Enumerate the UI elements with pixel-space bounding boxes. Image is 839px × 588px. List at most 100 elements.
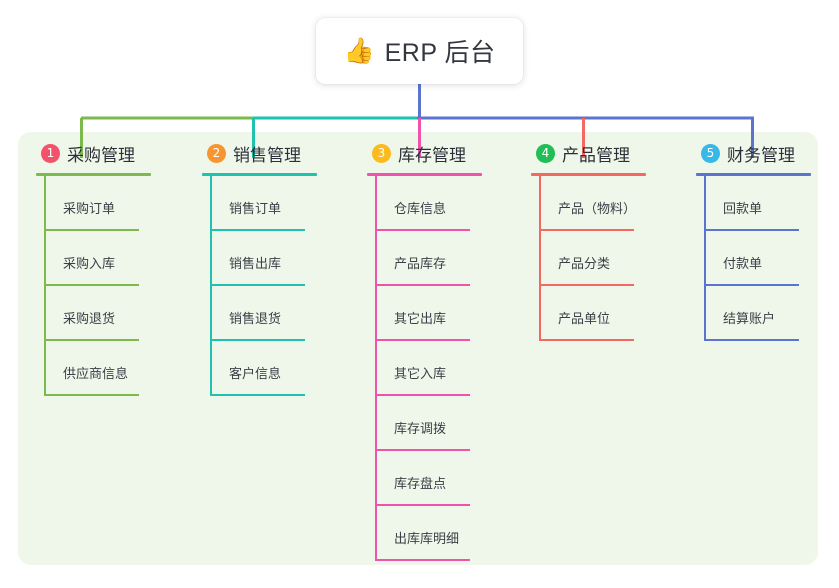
list-item-underline — [210, 339, 305, 341]
list-item-label: 出库库明细 — [394, 531, 460, 546]
list-item-label: 产品库存 — [394, 256, 447, 271]
list-item-label: 客户信息 — [229, 366, 282, 381]
column-number-badge: 5 — [701, 143, 720, 163]
list-item[interactable]: 采购订单 — [33, 176, 139, 231]
column-title: 库存管理 — [398, 145, 466, 165]
list-item-underline — [539, 229, 634, 231]
list-item-label: 产品分类 — [558, 256, 611, 271]
column-item-list: 销售订单销售出库销售退货客户信息 — [199, 176, 305, 396]
list-item-label: 销售退货 — [229, 311, 282, 326]
column-title: 采购管理 — [67, 145, 135, 165]
list-item-underline — [704, 284, 799, 286]
list-item-underline — [375, 229, 470, 231]
root-node-content: 👍 ERP 后台 — [343, 33, 495, 69]
list-item-underline — [375, 449, 470, 451]
list-item[interactable]: 供应商信息 — [33, 341, 139, 396]
list-item-underline — [375, 504, 470, 506]
list-item-label: 仓库信息 — [394, 201, 447, 216]
list-item-label: 库存盘点 — [394, 476, 447, 491]
column-header-underline — [36, 173, 151, 176]
list-item-underline — [210, 394, 305, 396]
list-item-label: 产品单位 — [558, 311, 611, 326]
column-2: 2 销售管理销售订单销售出库销售退货客户信息 — [199, 132, 317, 396]
list-item-label: 供应商信息 — [63, 366, 129, 381]
list-item[interactable]: 结算账户 — [693, 286, 799, 341]
column-item-list: 仓库信息产品库存其它出库其它入库库存调拨库存盘点出库库明细 — [364, 176, 470, 561]
list-item-label: 采购订单 — [63, 201, 116, 216]
list-item-underline — [210, 229, 305, 231]
column-number-badge: 3 — [372, 143, 391, 163]
column-item-list: 采购订单采购入库采购退货供应商信息 — [33, 176, 139, 396]
list-item-label: 库存调拨 — [394, 421, 447, 436]
root-node-title: ERP 后台 — [384, 39, 496, 67]
column-spine — [375, 176, 377, 561]
column-title: 销售管理 — [233, 145, 301, 165]
list-item[interactable]: 销售退货 — [199, 286, 305, 341]
column-header-underline — [531, 173, 646, 176]
list-item[interactable]: 产品库存 — [364, 231, 470, 286]
list-item[interactable]: 回款单 — [693, 176, 799, 231]
column-header-4[interactable]: 4 产品管理 — [528, 132, 630, 174]
list-item-label: 付款单 — [723, 256, 763, 271]
list-item[interactable]: 采购退货 — [33, 286, 139, 341]
list-item[interactable]: 库存盘点 — [364, 451, 470, 506]
root-node-card[interactable]: 👍 ERP 后台 — [316, 18, 523, 84]
list-item-label: 采购入库 — [63, 256, 116, 271]
list-item[interactable]: 其它入库 — [364, 341, 470, 396]
column-3: 3 库存管理仓库信息产品库存其它出库其它入库库存调拨库存盘点出库库明细 — [364, 132, 482, 561]
column-number-badge: 2 — [207, 143, 226, 163]
column-item-list: 回款单付款单结算账户 — [693, 176, 799, 341]
list-item-underline — [44, 284, 139, 286]
list-item-label: 结算账户 — [723, 311, 776, 326]
list-item[interactable]: 仓库信息 — [364, 176, 470, 231]
list-item-label: 销售订单 — [229, 201, 282, 216]
column-title: 产品管理 — [562, 145, 630, 165]
list-item[interactable]: 销售出库 — [199, 231, 305, 286]
list-item[interactable]: 客户信息 — [199, 341, 305, 396]
column-title: 财务管理 — [727, 145, 795, 165]
column-4: 4 产品管理产品（物料） 产品分类产品单位 — [528, 132, 646, 341]
list-item-underline — [375, 284, 470, 286]
list-item[interactable]: 库存调拨 — [364, 396, 470, 451]
column-spine — [44, 176, 46, 396]
list-item-underline — [44, 339, 139, 341]
column-header-underline — [202, 173, 317, 176]
list-item-label: 其它入库 — [394, 366, 447, 381]
column-spine — [539, 176, 541, 341]
list-item[interactable]: 产品单位 — [528, 286, 634, 341]
column-header-5[interactable]: 5 财务管理 — [693, 132, 795, 174]
list-item-underline — [539, 339, 634, 341]
thumbs-up-icon: 👍 — [343, 36, 375, 65]
list-item[interactable]: 其它出库 — [364, 286, 470, 341]
list-item-underline — [704, 229, 799, 231]
list-item-label: 销售出库 — [229, 256, 282, 271]
list-item[interactable]: 出库库明细 — [364, 506, 470, 561]
column-spine — [704, 176, 706, 341]
column-header-2[interactable]: 2 销售管理 — [199, 132, 301, 174]
column-item-list: 产品（物料） 产品分类产品单位 — [528, 176, 636, 341]
list-item[interactable]: 销售订单 — [199, 176, 305, 231]
list-item-underline — [210, 284, 305, 286]
list-item[interactable]: 产品（物料） — [528, 176, 636, 231]
list-item-underline — [375, 394, 470, 396]
list-item-underline — [375, 559, 470, 561]
list-item[interactable]: 付款单 — [693, 231, 799, 286]
column-header-underline — [696, 173, 811, 176]
column-header-3[interactable]: 3 库存管理 — [364, 132, 466, 174]
list-item[interactable]: 产品分类 — [528, 231, 634, 286]
diagram-background-panel — [18, 132, 818, 565]
list-item-underline — [44, 394, 139, 396]
list-item-label: 其它出库 — [394, 311, 447, 326]
column-spine — [210, 176, 212, 396]
column-number-badge: 4 — [536, 143, 555, 163]
column-5: 5 财务管理回款单付款单结算账户 — [693, 132, 811, 341]
list-item-underline — [704, 339, 799, 341]
list-item-label: 回款单 — [723, 201, 763, 216]
list-item-underline — [375, 339, 470, 341]
list-item-label: 采购退货 — [63, 311, 116, 326]
list-item[interactable]: 采购入库 — [33, 231, 139, 286]
list-item-underline — [539, 284, 634, 286]
